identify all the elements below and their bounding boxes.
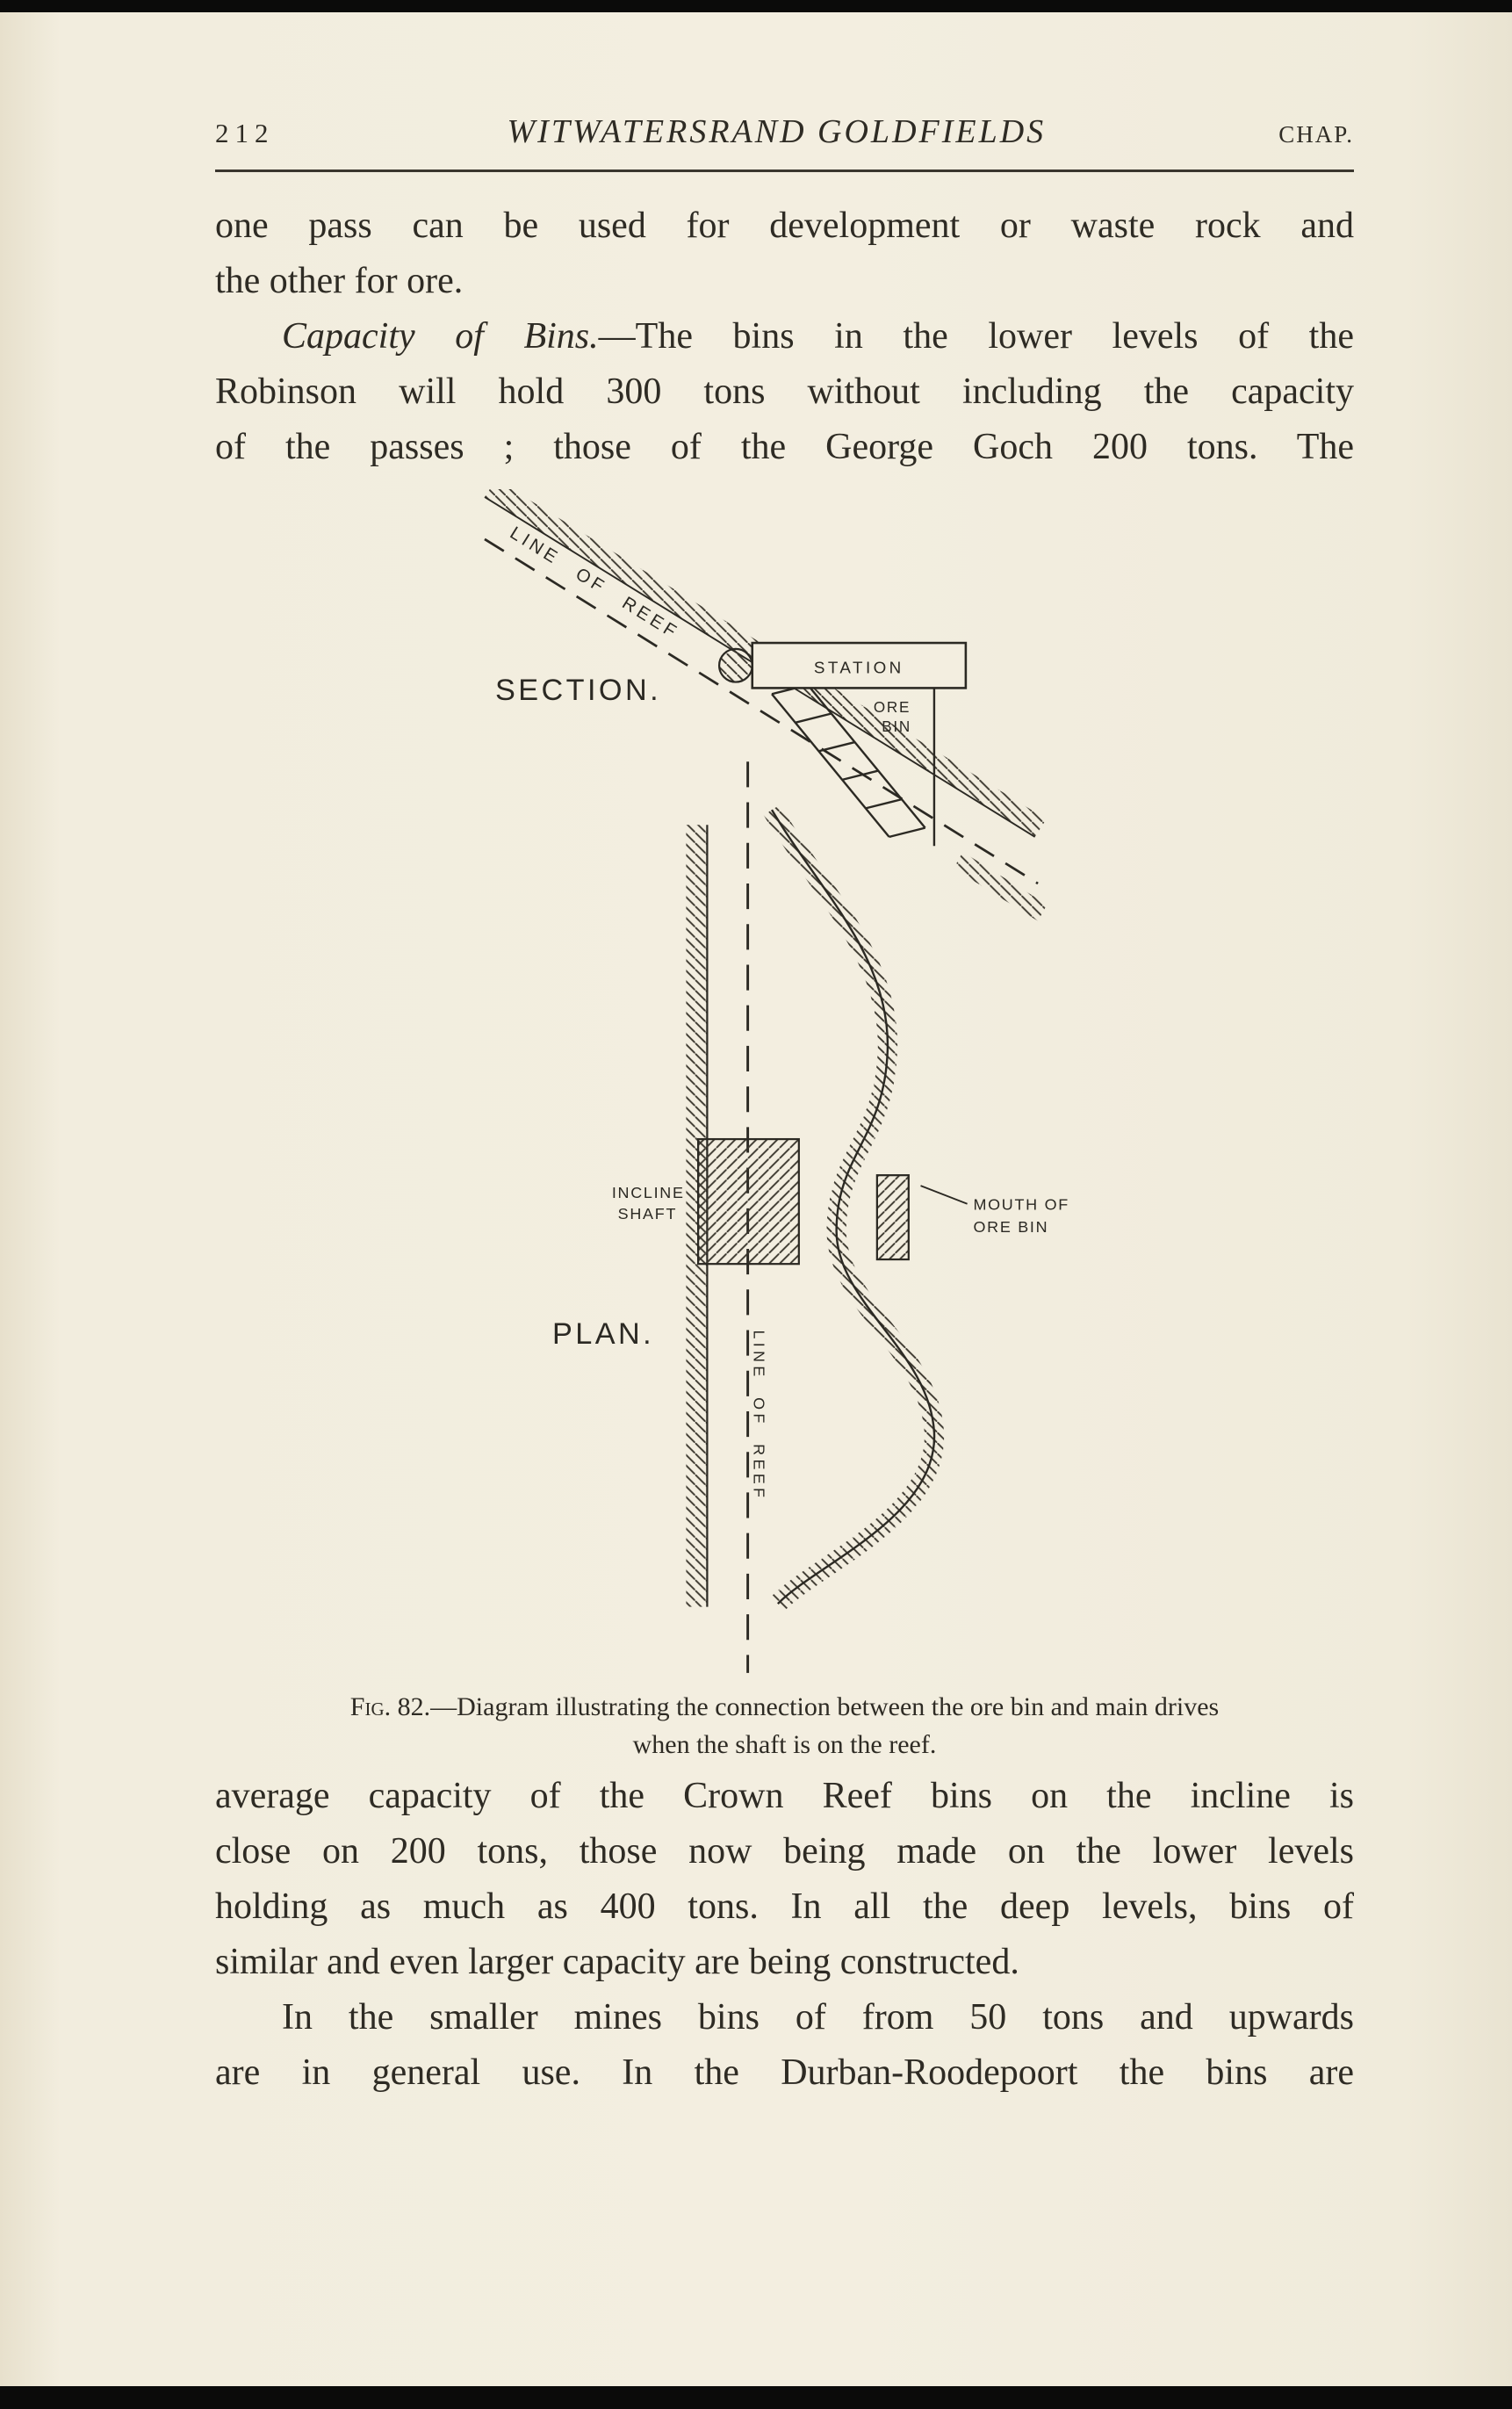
body-line: of the passes ; those of the George Goch… [215, 427, 1354, 467]
shaft-label: SHAFT [618, 1205, 677, 1223]
reef-hachure-band-lower [954, 852, 1048, 921]
caption-text: —Diagram illustrating the connection bet… [430, 1692, 1220, 1721]
reef-dashed-line-section [484, 537, 1039, 885]
reef-curve-line [770, 809, 936, 1605]
page-header: 212 WITWATERSRAND GOLDFIELDS CHAP. [215, 112, 1354, 151]
figure-diagram: LINE OF REEF STATION ORE BIN SECTION. [484, 489, 1069, 1673]
ore-bin-ladder [771, 680, 936, 847]
line-of-reef-plan-label: LINE OF REEF [750, 1331, 767, 1502]
incline-shaft-rect [697, 1137, 800, 1266]
scan-edge-bottom [0, 2386, 1512, 2409]
body-line: one pass can be used for development or … [215, 206, 1354, 246]
station-box [751, 641, 968, 689]
body-line: the other for ore. [215, 261, 464, 301]
body-text-upper: one pass can be used for development or … [215, 198, 1354, 475]
mouth-label-2: ORE BIN [973, 1218, 1048, 1236]
italic-phrase: Capacity of Bins. [282, 316, 599, 357]
figure-number: Fig. 82. [349, 1692, 431, 1721]
body-line-rest: —The bins in the lower levels of the [598, 316, 1354, 357]
mouth-leader-line [920, 1185, 968, 1205]
running-title: WITWATERSRAND GOLDFIELDS [507, 113, 1047, 150]
mouth-of-ore-bin-rect [875, 1174, 910, 1261]
body-line: In the smaller mines bins of from 50 ton… [282, 1997, 1354, 2038]
body-line: holding as much as 400 tons. In all the … [215, 1886, 1354, 1927]
page-number: 212 [215, 118, 275, 148]
body-line: Capacity of Bins.—The bins in the lower … [215, 309, 1354, 364]
bin-label: BIN [882, 718, 911, 735]
section-label: SECTION. [495, 674, 661, 707]
caption-line-2: when the shaft is on the reef. [632, 1730, 937, 1759]
body-line: Robinson will hold 300 tons without incl… [215, 371, 1354, 412]
scan-edge-top [0, 0, 1512, 12]
caption-line-1: Fig. 82.—Diagram illustrating the connec… [215, 1688, 1354, 1726]
body-line: are in general use. In the Durban-Roodep… [215, 2052, 1354, 2093]
body-line: close on 200 tons, those now being made … [215, 1831, 1354, 1872]
chapter-label: CHAP. [1278, 121, 1354, 148]
incline-label: INCLINE [612, 1184, 685, 1201]
header-rule [215, 169, 1354, 172]
body-line: average capacity of the Crown Reef bins … [215, 1776, 1354, 1816]
figure-caption: Fig. 82.—Diagram illustrating the connec… [215, 1688, 1354, 1763]
mouth-label-1: MOUTH OF [973, 1196, 1069, 1214]
station-label: STATION [814, 658, 904, 676]
body-line: similar and even larger capacity are bei… [215, 1942, 1019, 1982]
plan-label: PLAN. [552, 1317, 654, 1351]
ore-label: ORE [874, 699, 911, 716]
body-text-lower: average capacity of the Crown Reef bins … [215, 1769, 1354, 2101]
plan-wall-hachure [686, 825, 708, 1607]
shaft-collar-circle [717, 647, 753, 683]
